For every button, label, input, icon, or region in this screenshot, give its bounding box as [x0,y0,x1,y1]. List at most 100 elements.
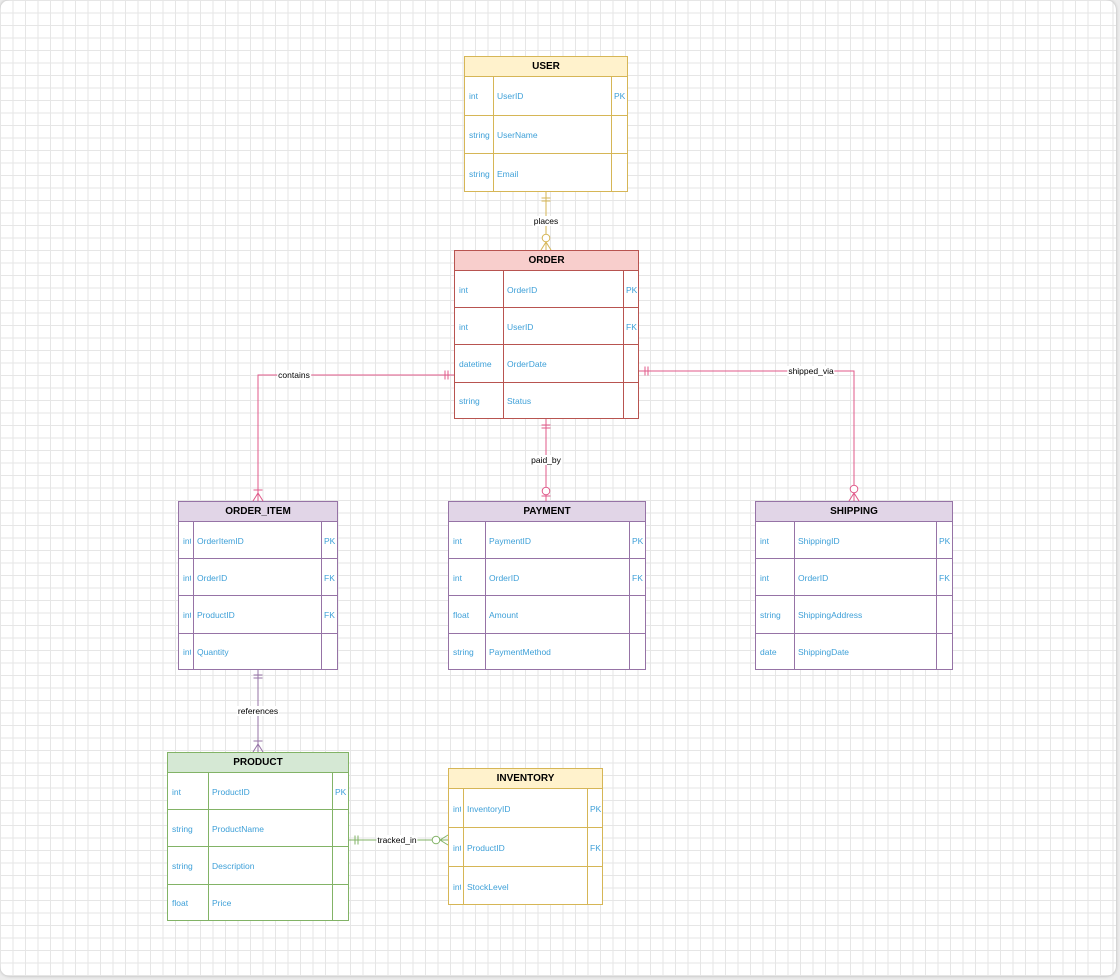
attribute-type: int [469,91,478,102]
attribute-type: int [453,572,462,583]
column-divider [321,522,322,669]
attribute-name: OrderID [507,284,538,295]
attribute-type: float [172,898,189,909]
column-divider [332,773,333,920]
column-divider [623,271,624,418]
relationship-line [639,370,855,501]
attribute-name: InventoryID [467,803,511,814]
attribute-name: UserName [497,130,538,141]
attribute-type: int [453,842,461,853]
column-divider [503,271,504,418]
entity-title: ORDER_ITEM [179,502,337,522]
column-divider [794,522,795,669]
attribute-type: date [760,647,777,658]
attribute-row[interactable]: string UserName [465,116,627,155]
attribute-name: PaymentID [489,535,532,546]
attribute-key: PK [335,786,347,797]
attribute-type: string [459,396,480,407]
attribute-key: FK [632,572,643,583]
column-divider [936,522,937,669]
attribute-name: ProductID [212,786,250,797]
attribute-row[interactable]: int OrderID PK [455,271,638,309]
attribute-key: PK [626,284,638,295]
relationship-label: shipped_via [787,366,835,376]
relationship-label: places [532,216,560,226]
attribute-type: int [453,881,461,892]
entity-title: ORDER [455,251,638,271]
attribute-key: FK [590,842,601,853]
attribute-key: PK [324,535,336,546]
crows-foot-marker [439,834,449,841]
zero-marker [431,835,441,845]
entity-title: INVENTORY [449,769,602,789]
relationship-label: references [236,706,280,716]
attribute-name: ProductID [467,842,505,853]
attribute-type: int [453,803,461,814]
attribute-type: int [459,284,468,295]
zero-marker [849,484,859,494]
attribute-type: int [183,535,191,546]
attribute-type: int [760,535,769,546]
attribute-name: ProductName [212,823,264,834]
attribute-name: Description [212,860,255,871]
column-divider [485,522,486,669]
crows-foot-marker [853,492,860,502]
column-divider [193,522,194,669]
attribute-name: Price [212,898,232,909]
attribute-key: PK [590,803,602,814]
attribute-row[interactable]: int ProductID FK [449,828,602,867]
crows-foot-marker [252,492,259,502]
column-divider [629,522,630,669]
attribute-key: FK [324,572,335,583]
attribute-row[interactable]: float Price [168,885,348,922]
crows-foot-marker [439,839,449,846]
attribute-type: string [469,168,490,179]
attribute-type: string [172,823,193,834]
relationship-shipped-via [639,366,860,502]
crows-foot-marker [257,492,264,502]
attribute-key: FK [939,572,950,583]
attribute-name: Amount [489,609,519,620]
attribute-type: string [760,609,781,620]
attribute-name: ShippingDate [798,647,850,658]
attribute-row[interactable]: string ProductName [168,810,348,848]
attribute-row[interactable]: int InventoryID PK [449,789,602,828]
relationship-line [257,374,454,501]
column-divider [587,789,588,904]
attribute-type: int [183,572,191,583]
relationship-label: tracked_in [376,835,418,845]
attribute-type: int [183,647,191,658]
attribute-row[interactable]: date ShippingDate [756,634,952,671]
attribute-type: string [469,130,490,141]
crows-foot-marker [848,492,855,502]
attribute-name: ShippingID [798,535,840,546]
crows-foot-marker [540,241,547,251]
